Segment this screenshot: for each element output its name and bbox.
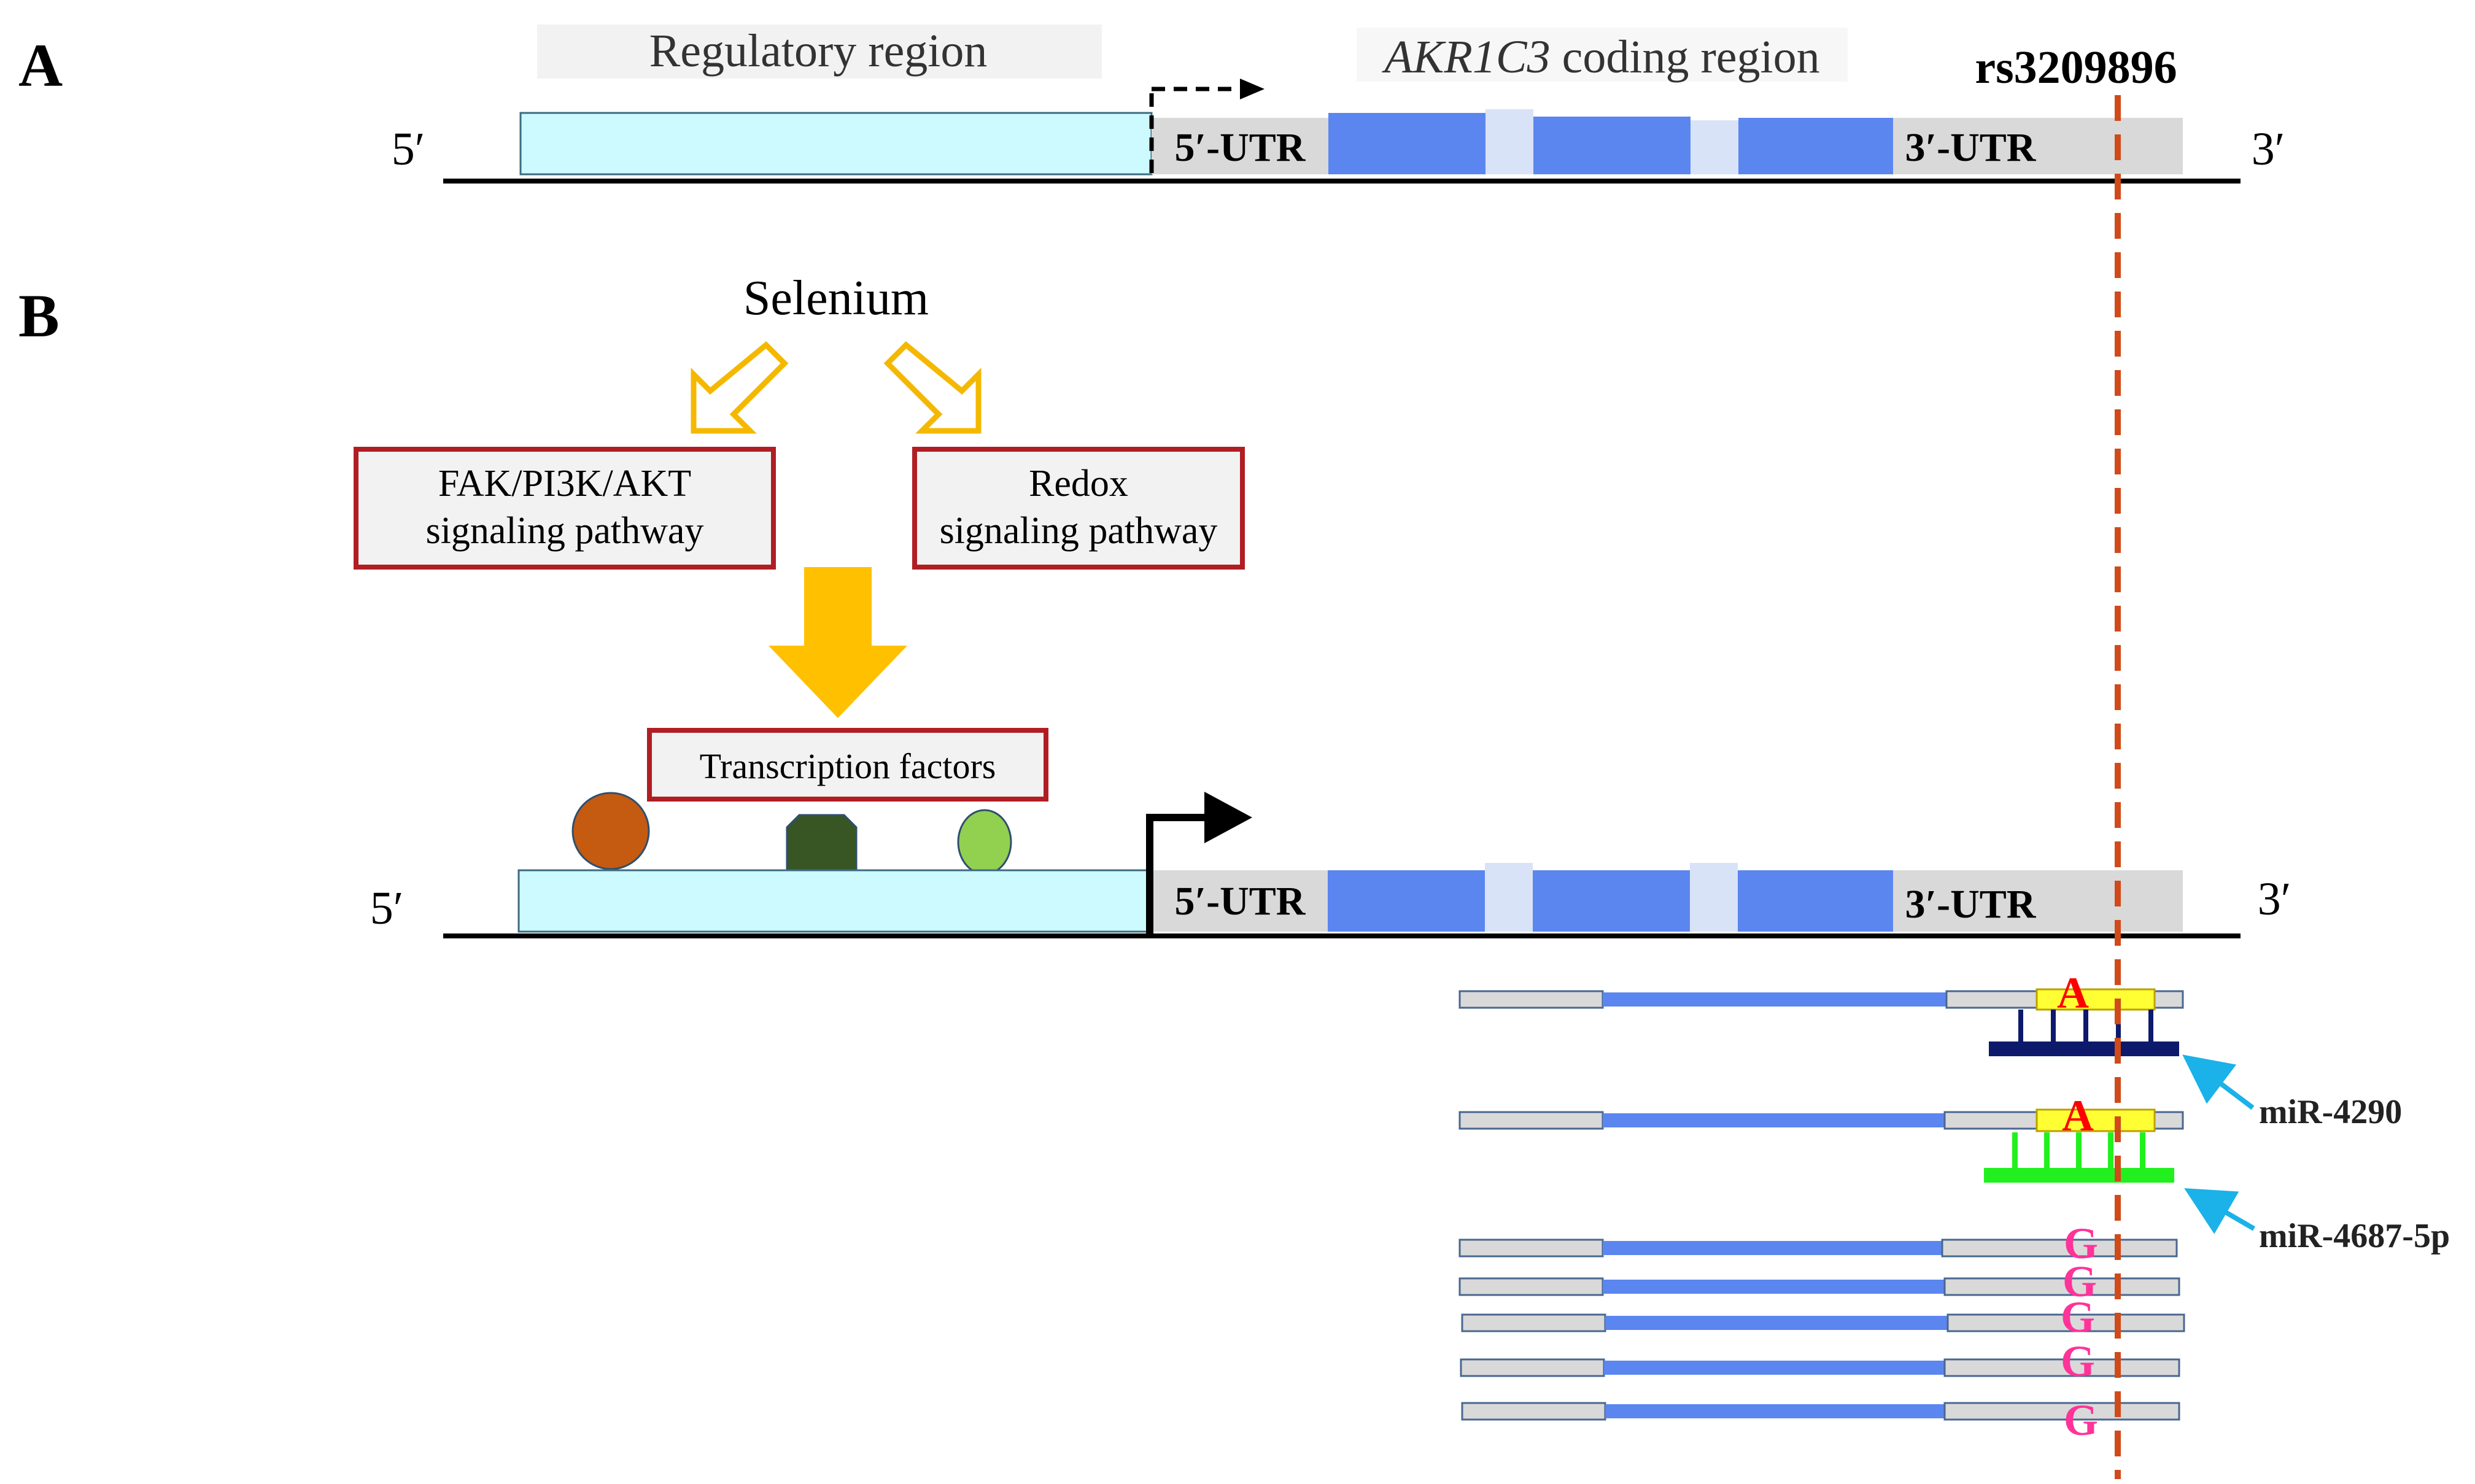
coding-region-label: AKR1C3 coding region (1381, 31, 1819, 83)
redox-pathway-line1: Redox (1029, 463, 1128, 504)
transcript-a-2 (1458, 1108, 2184, 1132)
panel-a-exon-3 (1738, 118, 1893, 174)
panel-b-intron-1 (1485, 863, 1533, 932)
panel-a-utr3-label: 3′-UTR (1905, 125, 2037, 170)
coding-region-suffix: coding region (1551, 31, 1820, 83)
panel-b-utr5-label: 5′-UTR (1175, 879, 1306, 924)
factor-ellipse-icon (957, 809, 1012, 875)
fak-pathway-box (354, 447, 776, 570)
redox-pathway-box (912, 447, 1245, 570)
panel-b-regulatory-region (517, 869, 1151, 933)
panel-a-utr3 (1893, 118, 2183, 174)
factor-circle-icon (571, 792, 650, 870)
panel-b-label: B (18, 282, 60, 350)
snp-label: rs3209896 (1975, 42, 2177, 93)
seed-site-1 (2035, 988, 2156, 1011)
panel-b-five-prime: 5′ (370, 883, 404, 934)
transcript-g-5 (1461, 1402, 2180, 1421)
transcript-g-4 (1460, 1358, 2180, 1377)
panel-a-label: A (18, 31, 63, 99)
panel-b: B Selenium FAK/PI3K/AKT signaling pathwa… (18, 271, 2450, 1445)
solid-arrow-icon (769, 567, 907, 718)
coding-label-bg (1357, 28, 1848, 82)
transcription-factors-label: Transcription factors (700, 746, 996, 786)
allele-g-3: G (2061, 1293, 2095, 1342)
panel-a-exon-2 (1533, 117, 1691, 174)
allele-a-2: A (2062, 1091, 2094, 1140)
mir-4687-5p-strand (1984, 1132, 2174, 1183)
mir-4687-5p-label: miR-4687-5p (2259, 1217, 2450, 1255)
panel-b-three-prime: 3′ (2258, 873, 2291, 925)
allele-a-1: A (2057, 968, 2089, 1018)
mir-4687-pointer-icon (2184, 1188, 2256, 1234)
arrow-to-redox-icon (883, 341, 982, 434)
panel-b-intron-2 (1690, 863, 1738, 932)
mir-4290-label: miR-4290 (2259, 1093, 2402, 1131)
allele-g-1: G (2064, 1219, 2098, 1268)
gene-name: AKR1C3 (1381, 31, 1550, 83)
allele-g-5: G (2064, 1396, 2098, 1445)
panel-b-tss-arrow-icon (1204, 792, 1252, 843)
factor-octagon-icon (786, 814, 858, 873)
panel-b-utr3 (1893, 870, 2183, 932)
panel-a-utr5-label: 5′-UTR (1175, 125, 1306, 170)
panel-b-exon-3 (1738, 870, 1893, 932)
panel-a-three-prime: 3′ (2252, 123, 2285, 175)
panel-a-regulatory-region (519, 112, 1153, 176)
panel-b-utr3-label: 3′-UTR (1905, 882, 2037, 927)
regulatory-region-label: Regulatory region (649, 25, 988, 77)
panel-a-five-prime: 5′ (392, 123, 425, 175)
transcript-a-1 (1458, 988, 2184, 1011)
panel-a-tss-arrow-icon (1240, 79, 1265, 99)
panel-a-intron-2 (1691, 120, 1738, 174)
panel-b-utr5 (1150, 870, 1328, 932)
fak-pathway-line2: signaling pathway (426, 510, 704, 552)
selenium-label: Selenium (743, 271, 929, 325)
panel-a-utr5 (1152, 118, 1328, 174)
transcript-g-2 (1458, 1277, 2180, 1296)
panel-b-exon-2 (1533, 870, 1690, 932)
seed-site-2 (2035, 1108, 2156, 1132)
arrow-to-fak-icon (691, 341, 789, 434)
mir-4290-strand (1989, 1010, 2179, 1056)
panel-a: A Regulatory region AKR1C3 coding region… (18, 25, 2285, 184)
mir-4290-pointer-icon (2182, 1054, 2255, 1110)
allele-g-2: G (2062, 1257, 2097, 1306)
transcript-g-3 (1461, 1313, 2185, 1332)
allele-g-4: G (2061, 1337, 2095, 1386)
redox-pathway-line2: signaling pathway (940, 510, 1218, 552)
transcription-factors-box (647, 728, 1048, 802)
panel-a-intron-1 (1485, 109, 1533, 174)
panel-b-exon-1 (1328, 870, 1485, 932)
fak-pathway-line1: FAK/PI3K/AKT (438, 463, 691, 504)
regulatory-label-bg (537, 25, 1102, 79)
panel-a-exon-1 (1328, 113, 1485, 174)
transcript-g-1 (1458, 1239, 2178, 1258)
